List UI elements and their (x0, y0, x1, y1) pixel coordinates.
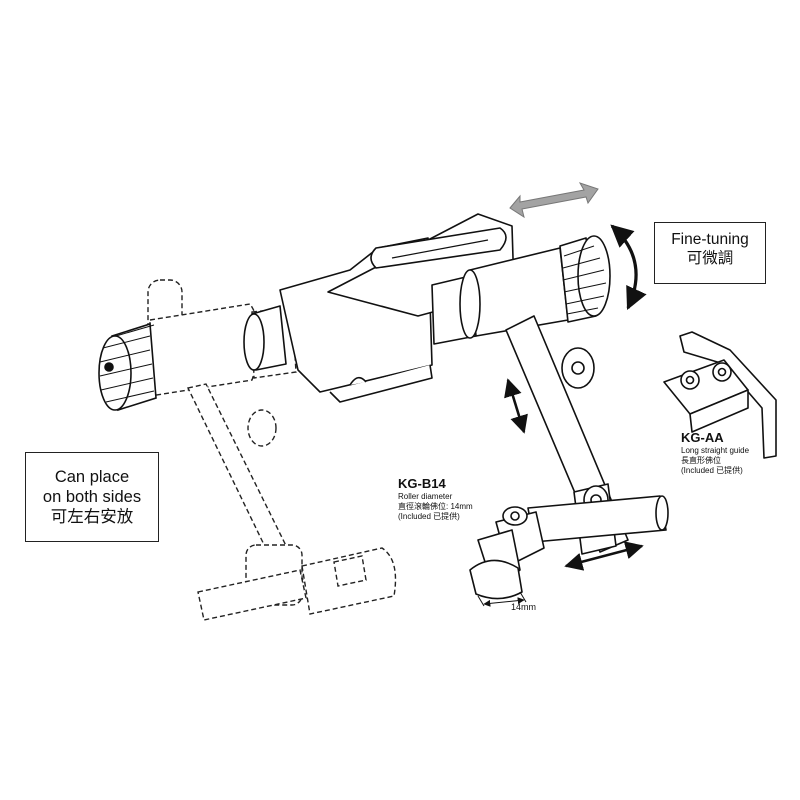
ghost-knob (98, 322, 157, 412)
kg-aa-guide-part (663, 331, 777, 459)
kg-b14-title: KG-B14 (398, 476, 446, 491)
kg-b14-included: (Included 已提供) (398, 512, 460, 522)
kg-b14-desc-chinese: 直徑滾輪佛位: 14mm (398, 502, 473, 512)
kg-aa-title: KG-AA (681, 430, 724, 445)
kg-b14-label: KG-B14 Roller diameter 直徑滾輪佛位: 14mm (Inc… (398, 476, 473, 522)
fine-tune-arrow (610, 224, 647, 311)
fine-tuning-callout: Fine-tuning 可微調 (654, 222, 766, 284)
slide-adjust-arrow (509, 182, 599, 219)
vertical-adjust-arrow (504, 378, 528, 434)
kg-aa-desc-chinese: 長直形佛位 (681, 456, 721, 466)
both-sides-chinese: 可左右安放 (50, 508, 134, 527)
kg-aa-label: KG-AA Long straight guide 長直形佛位 (Include… (681, 430, 749, 476)
fine-tuning-text: Fine-tuning (671, 231, 749, 248)
ghost-mirrored-assembly (147, 279, 397, 621)
kg-aa-included: (Included 已提供) (681, 466, 743, 476)
horizontal-adjust-arrow (564, 541, 644, 571)
both-sides-callout: Can place on both sides 可左右安放 (25, 452, 159, 542)
roller-dimension-line (477, 591, 527, 607)
main-guide-assembly (243, 213, 669, 600)
kg-aa-desc: Long straight guide (681, 446, 750, 456)
both-sides-line1: Can place (54, 468, 130, 486)
kg-b14-desc: Roller diameter (398, 492, 453, 502)
fine-tuning-chinese: 可微調 (686, 249, 734, 267)
both-sides-line2: on both sides (42, 488, 142, 507)
roller-dimension-label: 14mm (511, 602, 537, 612)
